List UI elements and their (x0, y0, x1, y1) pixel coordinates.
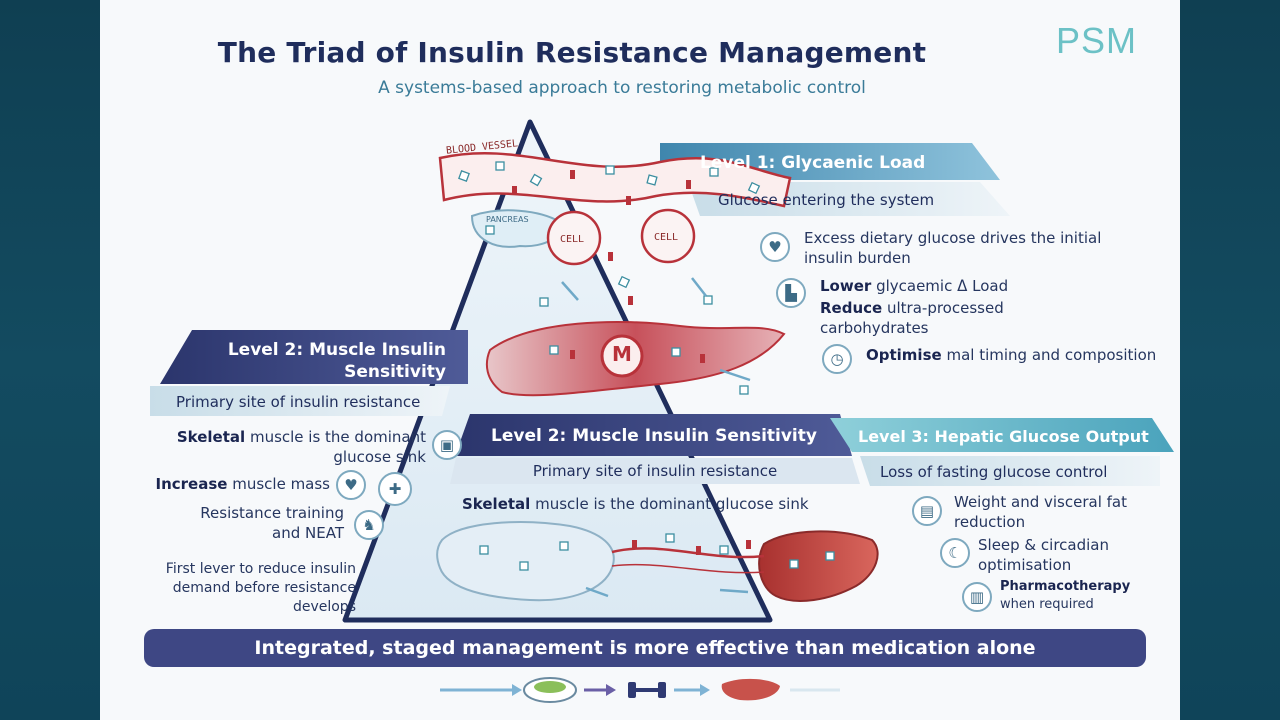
level2-left-subtitle: Primary site of insulin resistance (176, 393, 421, 411)
level1-description: Excess dietary glucose drives the initia… (804, 229, 1102, 267)
cell-right-label: CELL (654, 232, 679, 243)
brand-logo: PSM (1056, 20, 1138, 61)
meal-icon: ▙ (776, 278, 806, 308)
pill-icon: ▥ (962, 582, 992, 612)
level3-subtitle: Loss of fasting glucose control (880, 463, 1108, 481)
slide: The Triad of Insulin Resistance Manageme… (100, 0, 1180, 720)
insulin-particles (512, 170, 751, 555)
level2-center-sub-shape (450, 458, 860, 484)
level2-left-title: Level 2: Muscle Insulin Sensitivity (190, 338, 446, 384)
level1-item-1: Lower glycaemic ᐃ Load (820, 277, 1009, 295)
level2-center-title: Level 2: Muscle Insulin Sensitivity (491, 426, 817, 446)
cell-left-label: CELL (560, 234, 585, 245)
level3-item-1: Weight and visceral fat reduction (954, 493, 1127, 531)
bottom-flow (440, 677, 840, 703)
level2-left-title-line1: Level 2: Muscle Insulin (227, 340, 446, 360)
level1-item-2: Reduce ultra-processed carbohydrates (820, 299, 1004, 337)
muscle-marker-circle (600, 334, 644, 378)
pancreas-label: PANCREAS (486, 215, 529, 224)
dumbbell-flow-icon (628, 682, 666, 698)
level2-left-sub-shape (150, 386, 450, 416)
page-subtitle: A systems-based approach to restoring me… (378, 78, 866, 98)
moon-icon: ☾ (940, 538, 970, 568)
summary-banner: Integrated, staged management is more ef… (144, 629, 1146, 667)
level2-center-subtitle: Primary site of insulin resistance (532, 462, 778, 480)
liver-flow-icon (721, 678, 780, 701)
clock-icon: ◷ (822, 344, 852, 374)
level3-item-2: Sleep & circadian optimisation (978, 536, 1109, 574)
level3-banner-shape (830, 418, 1174, 452)
level2-center-description: Skeletal muscle is the dominant glucose … (462, 495, 809, 513)
level2-left-item-1: Increase muscle mass (155, 475, 330, 493)
level3-title: Level 3: Hepatic Glucose Output (858, 426, 1149, 446)
level2-left-description: Skeletal muscle is the dominant glucose … (176, 428, 426, 466)
scale-icon: ▤ (912, 496, 942, 526)
muscle-icon: ▣ (432, 430, 462, 460)
liver-vessel (611, 547, 765, 559)
level1-item-3: Optimise mal timing and composition (866, 346, 1157, 364)
level1-title: Level 1: Glycaenic Load (700, 153, 926, 173)
muscle-marker-label: M (612, 342, 632, 366)
running-icon: ♞ (354, 510, 384, 540)
cell-right-shape (640, 208, 696, 264)
level1-subtitle: Glucose entering the system (718, 191, 935, 209)
level2-left-item-2: Resistance training and NEAT (200, 504, 344, 542)
triad-pyramid-diagram (150, 119, 1174, 703)
blood-vessel (438, 151, 792, 208)
glucose-particles (458, 161, 835, 571)
flow-arrows (561, 277, 751, 598)
level2-left-banner-shape (160, 330, 468, 384)
liver-red (758, 530, 879, 602)
heart-small-icon: ♥ (336, 470, 366, 500)
level3-sub-shape (860, 456, 1160, 486)
cell-left-shape (546, 210, 602, 266)
page-title: The Triad of Insulin Resistance Manageme… (217, 36, 927, 69)
level2-center-banner-shape (455, 414, 852, 456)
liver-vessel-2 (611, 563, 765, 574)
dumbbell-icon: ✚ (378, 472, 412, 506)
level2-left-title-line2: Sensitivity (344, 362, 446, 382)
heart-icon: ♥ (760, 232, 790, 262)
level2-left-note: First lever to reduce insulin demand bef… (165, 561, 356, 615)
